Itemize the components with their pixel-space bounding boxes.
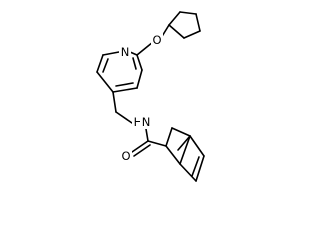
bond [195, 13, 201, 32]
bond [165, 145, 181, 165]
bond [136, 69, 143, 89]
molecule-structure: O N H N O [96, 11, 205, 182]
bond [115, 111, 133, 124]
ether-oxygen-label: O [152, 33, 161, 47]
bond [168, 24, 185, 39]
cyclopentyl-ring [168, 11, 201, 39]
bond [179, 11, 197, 15]
bond [191, 156, 200, 177]
amide-nitrogen-label: N [142, 115, 151, 129]
bond [183, 30, 201, 39]
bond [189, 135, 205, 157]
norbornene-ring [165, 127, 205, 182]
bond [129, 51, 138, 56]
bond [136, 41, 154, 56]
methylene-linker [112, 91, 149, 142]
bond [195, 155, 205, 182]
bond [136, 54, 143, 71]
amide-group [131, 140, 167, 157]
bond [165, 127, 173, 147]
bond [112, 87, 138, 93]
bond [96, 71, 114, 93]
bond [171, 127, 191, 137]
bond [115, 82, 134, 87]
bond [133, 144, 151, 157]
bond [179, 135, 191, 165]
bond [147, 140, 167, 147]
bond [102, 51, 120, 56]
amide-hydrogen-label: H [134, 115, 143, 129]
pyridine-nitrogen-label: N [121, 45, 130, 59]
bond [102, 58, 109, 73]
pyridine-ring [96, 51, 143, 93]
carbonyl-oxygen-label: O [121, 149, 130, 163]
bond [132, 57, 137, 70]
bond [179, 163, 197, 182]
bond [168, 11, 181, 26]
bond [145, 128, 149, 142]
bond [96, 54, 104, 73]
bond [131, 140, 149, 153]
atom-labels: O N H N O [119, 33, 163, 163]
bond [177, 135, 191, 151]
bond [112, 91, 117, 113]
